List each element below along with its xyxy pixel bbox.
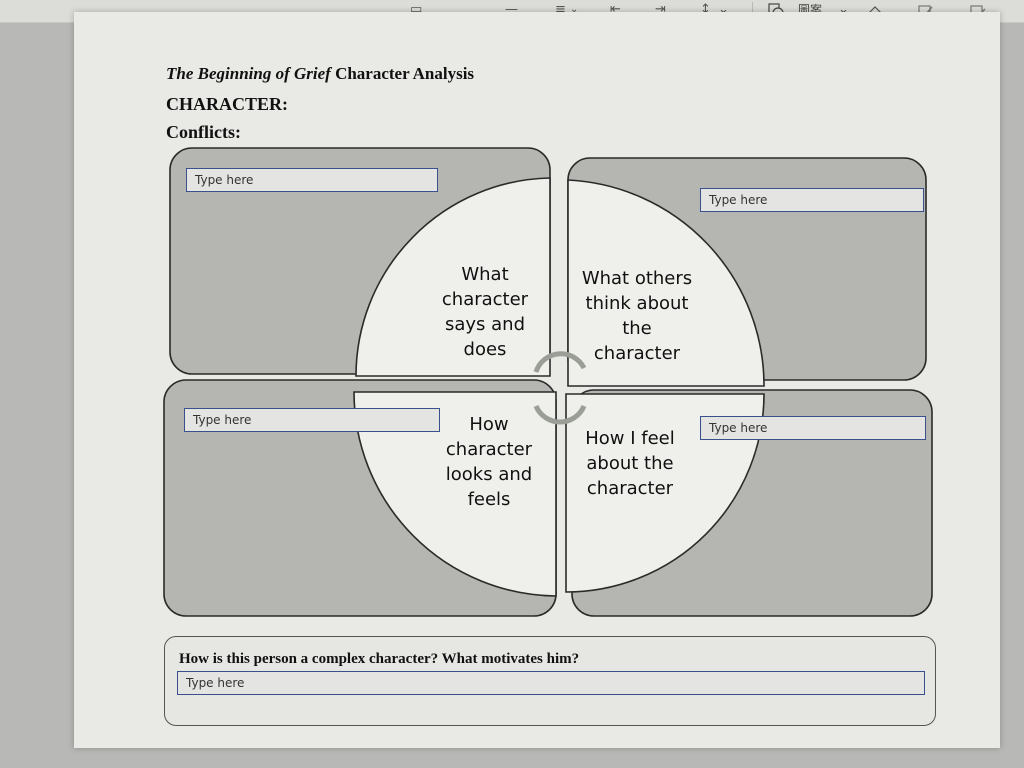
looks-and-feels-text: How character looks and feels: [436, 412, 542, 512]
text-line: feels: [467, 489, 511, 510]
text-line: character: [593, 343, 681, 364]
complex-character-question-box: How is this person a complex character? …: [164, 636, 936, 726]
conflicts-label: Conflicts:: [166, 122, 241, 142]
decrease-indent-icon[interactable]: ⇤: [610, 2, 621, 17]
top-right-input[interactable]: Type here: [700, 188, 924, 212]
chevron-down-icon[interactable]: ⌄: [718, 2, 729, 17]
text-line: does: [463, 339, 507, 360]
text-line: character: [445, 439, 533, 460]
document-title: The Beginning of Grief Character Analysi…: [166, 64, 474, 84]
text-line: character: [586, 478, 674, 499]
bottom-left-input[interactable]: Type here: [184, 408, 440, 432]
center-cycle-arrows-icon: [533, 351, 587, 425]
how-i-feel-text: How I feel about the character: [574, 426, 686, 501]
page-content: The Beginning of Grief Character Analysi…: [74, 12, 1000, 748]
text-line: How I feel: [585, 428, 675, 449]
top-left-input[interactable]: Type here: [186, 168, 438, 192]
text-line: What: [461, 264, 509, 285]
chevron-down-icon[interactable]: ⌄: [838, 2, 849, 17]
increase-indent-icon[interactable]: ⇥: [655, 2, 666, 17]
text-line: about the: [586, 453, 674, 474]
ribbon-divider: [752, 2, 753, 18]
circle-quadrant-top-left: [355, 177, 551, 377]
document-page: The Beginning of Grief Character Analysi…: [74, 12, 1000, 748]
text-line: says and: [444, 314, 526, 335]
says-and-does-text: What character says and does: [424, 262, 546, 362]
text-line: looks and: [445, 464, 533, 485]
others-think-text: What others think about the character: [572, 266, 702, 366]
line-spacing-icon[interactable]: ≡: [555, 2, 566, 17]
text-line: character: [441, 289, 529, 310]
complex-character-input[interactable]: Type here: [177, 671, 925, 695]
bottom-right-input[interactable]: Type here: [700, 416, 926, 440]
text-line: think about: [585, 293, 689, 314]
text-line: What others: [581, 268, 693, 289]
title-rest: Character Analysis: [330, 64, 475, 83]
complex-character-question: How is this person a complex character? …: [179, 651, 580, 667]
character-label: CHARACTER:: [166, 94, 289, 114]
circle-quadrant-top-right: [567, 179, 765, 387]
paragraph-spacing-icon[interactable]: ↕: [700, 2, 711, 17]
text-line: How: [469, 414, 509, 435]
text-line: the: [622, 318, 652, 339]
title-italic-part: The Beginning of Grief: [166, 64, 331, 83]
chevron-down-icon[interactable]: ⌄: [570, 4, 579, 15]
character-analysis-diagram: [163, 147, 933, 617]
